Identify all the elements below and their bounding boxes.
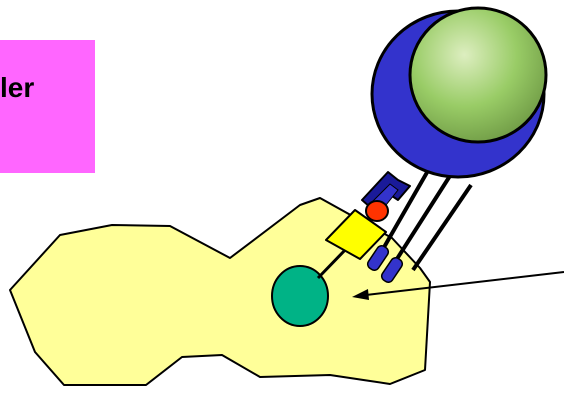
- sphere-face: [410, 8, 546, 142]
- rod-3: [413, 185, 471, 270]
- red-node: [366, 201, 388, 221]
